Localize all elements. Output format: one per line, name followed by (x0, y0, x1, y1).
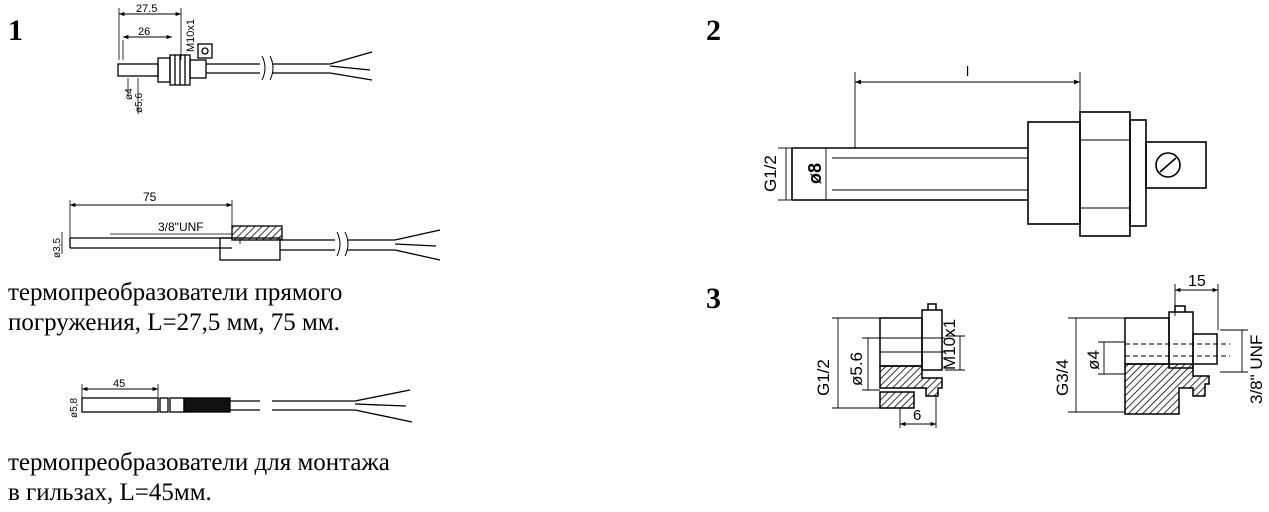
panel-2-drawing (778, 72, 1207, 237)
caption-direct-line2: погружения, L=27,5 мм, 75 мм. (8, 309, 340, 336)
a-width-6: 6 (913, 407, 921, 424)
s2-len: 75 (143, 190, 157, 204)
s1-len-inner: 26 (138, 26, 150, 38)
s2-thread: 3/8"UNF (158, 220, 204, 234)
adapter-a-drawing (832, 303, 965, 428)
caption-sleeve-line1: термопреобразователи для монтажа (8, 449, 390, 476)
a-inner-thread: M10x1 (940, 319, 959, 370)
caption-sleeve-mount: термопреобразователи для монтажа в гильз… (8, 448, 390, 508)
caption-sleeve-line2: в гильзах, L=45мм. (8, 479, 212, 506)
s3-len: 45 (113, 378, 125, 390)
b-thread: G3/4 (1053, 359, 1072, 396)
s1-len-total: 27.5 (136, 3, 157, 15)
p2-thread: G1/2 (761, 155, 780, 192)
panel-number-1: 1 (8, 14, 23, 47)
b-width-15: 15 (1188, 273, 1206, 290)
p2-d8: ø8 (805, 163, 825, 184)
s1-thread: M10x1 (185, 19, 197, 52)
b-d4: ø4 (1084, 350, 1103, 370)
s2-d35: ø3,5 (52, 238, 63, 258)
sensor-1-drawing (117, 8, 373, 114)
s3-d58: ø5,8 (69, 398, 80, 418)
a-thread: G1/2 (814, 359, 833, 396)
b-unf-thread: 3/8" UNF (1247, 335, 1266, 404)
sensor-3-drawing (81, 384, 413, 423)
caption-direct-line1: термопреобразователи прямого (8, 279, 343, 306)
s1-d56: ø5,6 (134, 93, 145, 113)
panel-number-3: 3 (706, 282, 721, 315)
panel-number-2: 2 (706, 14, 721, 47)
p2-length-l: l (966, 63, 969, 79)
s1-d4: ø4 (124, 88, 135, 100)
caption-direct-immersion: термопреобразователи прямого погружения,… (8, 278, 342, 338)
sensor-2-drawing (61, 200, 441, 261)
a-d56: ø5.6 (847, 352, 866, 386)
adapter-b-drawing (1068, 284, 1248, 415)
